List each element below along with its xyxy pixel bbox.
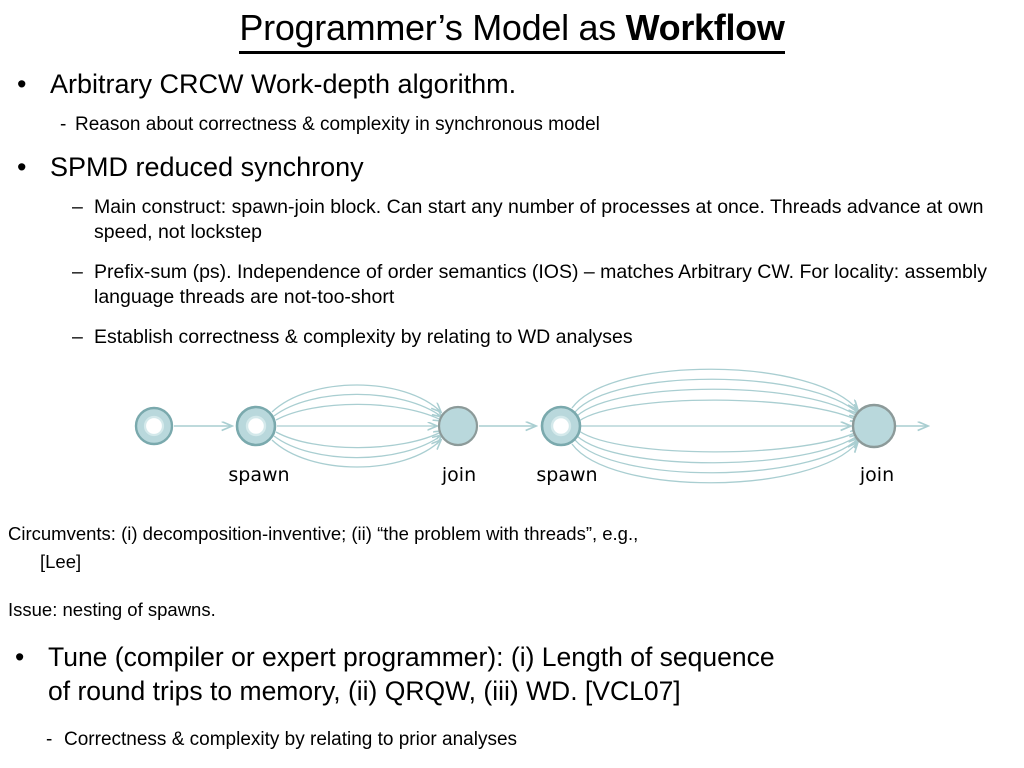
paragraph-issue-nesting: Issue: nesting of spawns. [8,599,216,620]
page-title-normal: Programmer’s Model as [239,7,626,48]
subbullet-correctness-prior: - Correctness & complexity by relating t… [46,727,518,752]
bullet-arbitrary-crcw: • Arbitrary CRCW Work-depth algorithm. [17,68,517,101]
paragraph-circumvents-line2: [Lee] [40,551,82,572]
node-spawn-1[interactable] [235,405,277,447]
spawn-join-workflow-diagram: spawn join spawn join [0,360,1024,500]
bullet-tune: • Tune (compiler or expert programmer): … [15,640,775,708]
subbullet-establish-correctness: – Establish correctness & complexity by … [72,325,999,350]
dash-marker-icon: – [72,326,83,348]
dash-marker-icon: – [72,196,83,218]
diagram-svg [134,368,1024,484]
subbullet-main-construct: – Main construct: spawn-join block. Can … [72,195,999,245]
bullet-text: SPMD reduced synchrony [50,152,364,182]
bullet-spmd-reduced-synchrony: • SPMD reduced synchrony [17,151,364,184]
diagram-label-join-2: join [859,464,895,486]
subbullet-reason-about: - Reason about correctness & complexity … [60,113,600,137]
bullet-marker-icon: • [15,642,25,672]
bullet-text: Arbitrary CRCW Work-depth algorithm. [50,69,517,99]
node-start[interactable] [134,406,174,446]
node-spawn-2[interactable] [540,405,582,447]
node-join-1[interactable] [437,405,479,447]
page-title-bold: Workflow [625,7,785,48]
bullet-marker-icon: • [17,69,27,99]
subbullet-text: Reason about correctness & complexity in… [75,114,600,135]
subbullet-prefix-sum: – Prefix-sum (ps). Independence of order… [72,260,999,310]
subbullet-text: Prefix-sum (ps). Independence of order s… [94,261,987,308]
arcs-group-2 [571,368,861,484]
bullet-marker-icon: • [17,152,27,182]
bullet-tune-line2: of round trips to memory, (ii) QRQW, (ii… [48,676,681,706]
dash-marker-icon: - [46,729,53,750]
dash-marker-icon: - [60,114,67,135]
page-title: Programmer’s Model as Workflow [0,6,1024,54]
arcs-group-1 [271,384,443,468]
diagram-label-spawn-1: spawn [228,464,290,486]
subbullet-text: Main construct: spawn-join block. Can st… [94,196,984,243]
node-join-2[interactable] [851,403,897,449]
diagram-label-join-1: join [441,464,477,486]
paragraph-circumvents-line1: Circumvents: (i) decomposition-inventive… [8,523,639,544]
subbullet-text: Correctness & complexity by relating to … [64,729,518,750]
subbullet-text: Establish correctness & complexity by re… [94,326,633,348]
page-title-underline: Programmer’s Model as Workflow [239,6,785,54]
diagram-label-spawn-2: spawn [536,464,598,486]
dash-marker-icon: – [72,261,83,283]
bullet-tune-line1: Tune (compiler or expert programmer): (i… [48,642,775,672]
